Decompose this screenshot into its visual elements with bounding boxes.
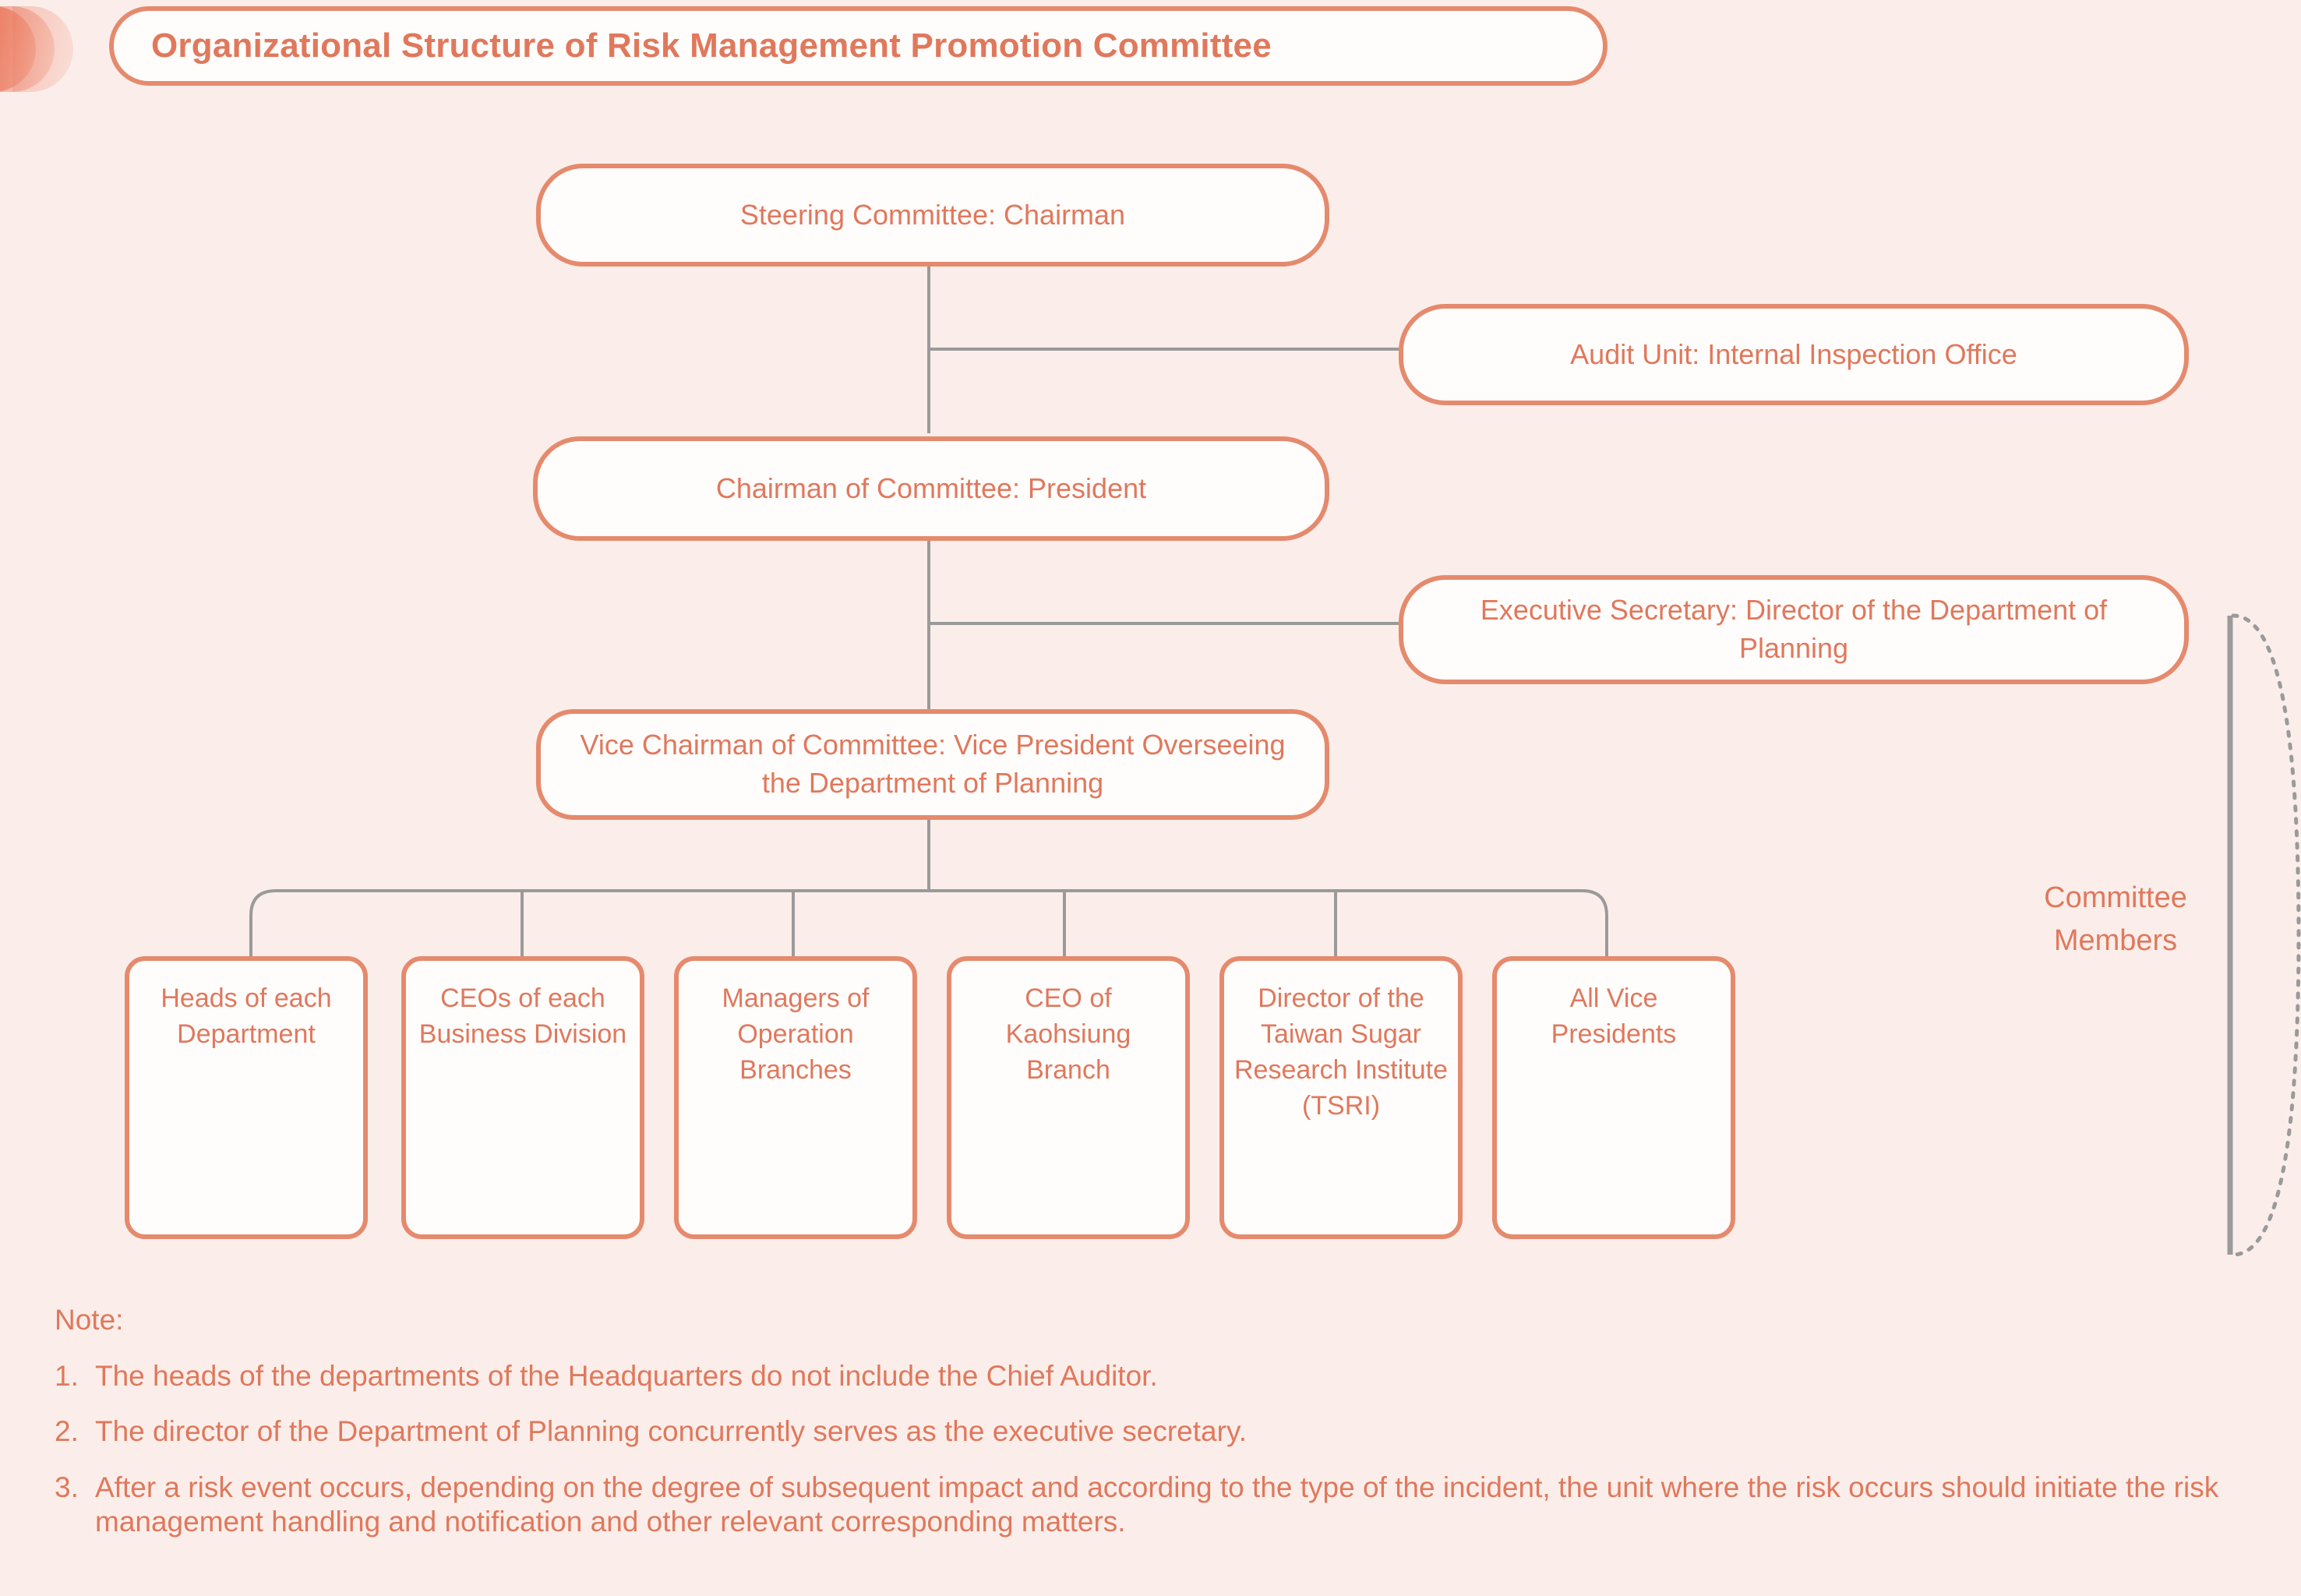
- leaf-ceos-of-each-business-division[interactable]: CEOs of each Business Division: [401, 956, 644, 1239]
- page-title: Organizational Structure of Risk Managem…: [151, 26, 1272, 65]
- node-audit-unit[interactable]: Audit Unit: Internal Inspection Office: [1399, 304, 2189, 405]
- node-vice-chairman[interactable]: Vice Chairman of Committee: Vice Preside…: [536, 709, 1329, 820]
- note-item: 1. The heads of the departments of the H…: [55, 1359, 2275, 1393]
- leaf-heads-of-each-department[interactable]: Heads of each Department: [125, 956, 368, 1239]
- note-item: 2. The director of the Department of Pla…: [55, 1414, 2275, 1449]
- note-number: 1.: [55, 1359, 79, 1392]
- leaf-label: Director of the Taiwan Sugar Research In…: [1233, 983, 1449, 1121]
- leaf-label: Heads of each Department: [161, 983, 332, 1049]
- node-steering-committee-label: Steering Committee: Chairman: [739, 198, 1126, 231]
- page-title-banner: Organizational Structure of Risk Managem…: [109, 6, 1608, 86]
- node-executive-secretary[interactable]: Executive Secretary: Director of the Dep…: [1399, 575, 2189, 684]
- note-text: After a risk event occurs, depending on …: [95, 1471, 2219, 1538]
- members-bracket-dotted-curve: [2231, 613, 2301, 1257]
- leaf-ceo-of-kaohsiung-branch[interactable]: CEO of Kaohsiung Branch: [947, 956, 1190, 1239]
- leaf-all-vice-presidents[interactable]: All Vice Presidents: [1492, 956, 1735, 1239]
- leaf-label: CEO of Kaohsiung Branch: [1005, 983, 1131, 1085]
- node-vice-chairman-label: Vice Chairman of Committee: Vice Preside…: [580, 729, 1286, 799]
- note-text: The heads of the departments of the Head…: [95, 1359, 1158, 1392]
- crescent-shape-3: [12, 6, 73, 92]
- committee-members-label: Committee Members: [2044, 881, 2187, 958]
- note-text: The director of the Department of Planni…: [95, 1415, 1247, 1448]
- crescent-waves-icon: [0, 6, 101, 92]
- note-number: 2.: [55, 1415, 79, 1448]
- node-chairman-of-committee-label: Chairman of Committee: President: [715, 471, 1147, 504]
- leaf-label: All Vice Presidents: [1551, 983, 1677, 1049]
- node-steering-committee[interactable]: Steering Committee: Chairman: [536, 164, 1329, 267]
- leaf-label: CEOs of each Business Division: [418, 983, 627, 1049]
- note-item: 3. After a risk event occurs, depending …: [55, 1471, 2275, 1538]
- leaf-managers-of-operation-branches[interactable]: Managers of Operation Branches: [674, 956, 917, 1239]
- node-executive-secretary-label: Executive Secretary: Director of the Dep…: [1480, 594, 2108, 664]
- node-chairman-of-committee[interactable]: Chairman of Committee: President: [533, 436, 1329, 541]
- notes-heading: Note:: [55, 1304, 124, 1336]
- notes-section: Note: 1. The heads of the departments of…: [55, 1303, 2275, 1560]
- node-audit-unit-label: Audit Unit: Internal Inspection Office: [1570, 337, 2017, 370]
- leaf-director-of-tsri[interactable]: Director of the Taiwan Sugar Research In…: [1219, 956, 1463, 1239]
- leaf-label: Managers of Operation Branches: [722, 983, 870, 1085]
- note-number: 3.: [55, 1471, 79, 1503]
